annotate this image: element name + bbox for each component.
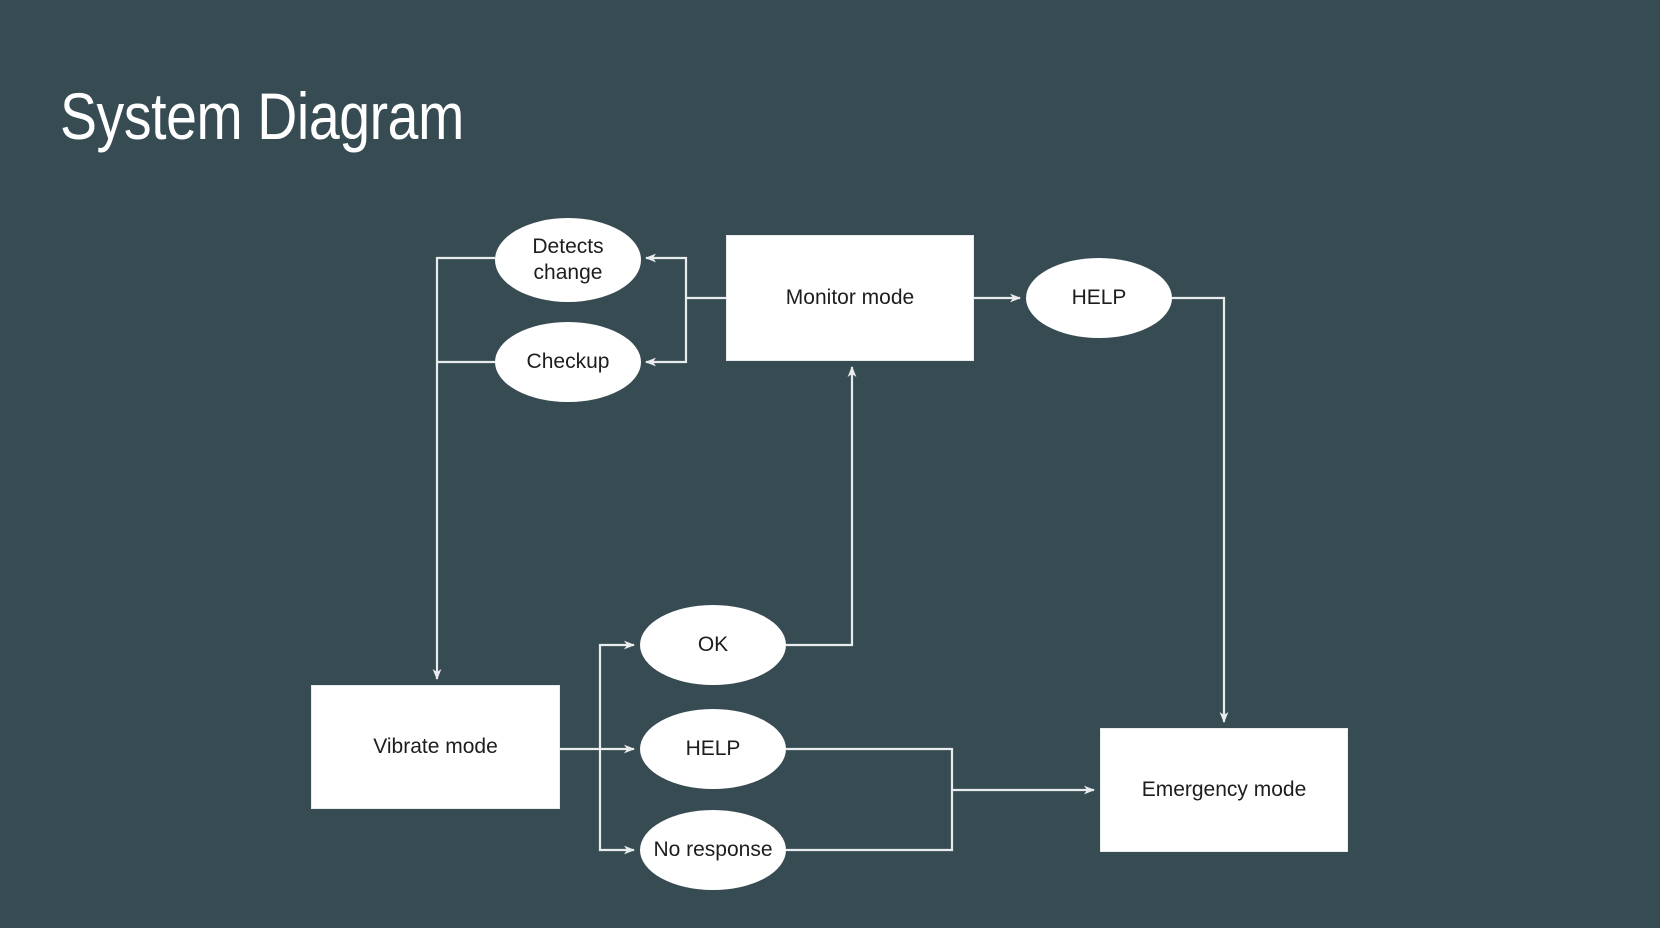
edge-ok-to-monitor <box>786 366 857 647</box>
edge-no-response-to-merge <box>786 790 954 852</box>
node-emergency-mode[interactable]: Emergency mode <box>1100 728 1348 852</box>
edge-split-to-checkup <box>645 298 688 367</box>
edge-split-to-detects-change <box>645 253 688 298</box>
node-ok[interactable]: OK <box>640 605 786 685</box>
node-label-help-bottom: HELP <box>685 736 741 760</box>
node-label-ok: OK <box>697 632 729 656</box>
edge-detects-change-to-vibrate <box>432 256 495 680</box>
node-help-bottom[interactable]: HELP <box>640 709 786 789</box>
node-no-response[interactable]: No response <box>640 810 786 890</box>
edge-help-top-to-emergency <box>1172 296 1229 723</box>
node-label-monitor-mode: Monitor mode <box>785 285 915 309</box>
edge-split-to-ok <box>598 640 635 749</box>
node-monitor-mode[interactable]: Monitor mode <box>726 235 974 361</box>
node-checkup[interactable]: Checkup <box>495 322 641 402</box>
node-label-checkup: Checkup <box>526 349 610 373</box>
node-detects-change[interactable]: Detects change <box>495 218 641 302</box>
node-label-detects-change: Detects change <box>532 234 604 284</box>
node-label-help-top: HELP <box>1071 285 1127 309</box>
edge-help-bottom-to-merge <box>786 747 954 790</box>
edge-split-to-no-response <box>598 749 635 855</box>
node-help-top[interactable]: HELP <box>1026 258 1172 338</box>
node-label-no-response: No response <box>653 837 773 861</box>
node-vibrate-mode[interactable]: Vibrate mode <box>311 685 560 809</box>
page-title: System Diagram <box>60 79 464 153</box>
node-label-emergency-mode: Emergency mode <box>1141 777 1307 801</box>
node-label-vibrate-mode: Vibrate mode <box>373 734 498 758</box>
